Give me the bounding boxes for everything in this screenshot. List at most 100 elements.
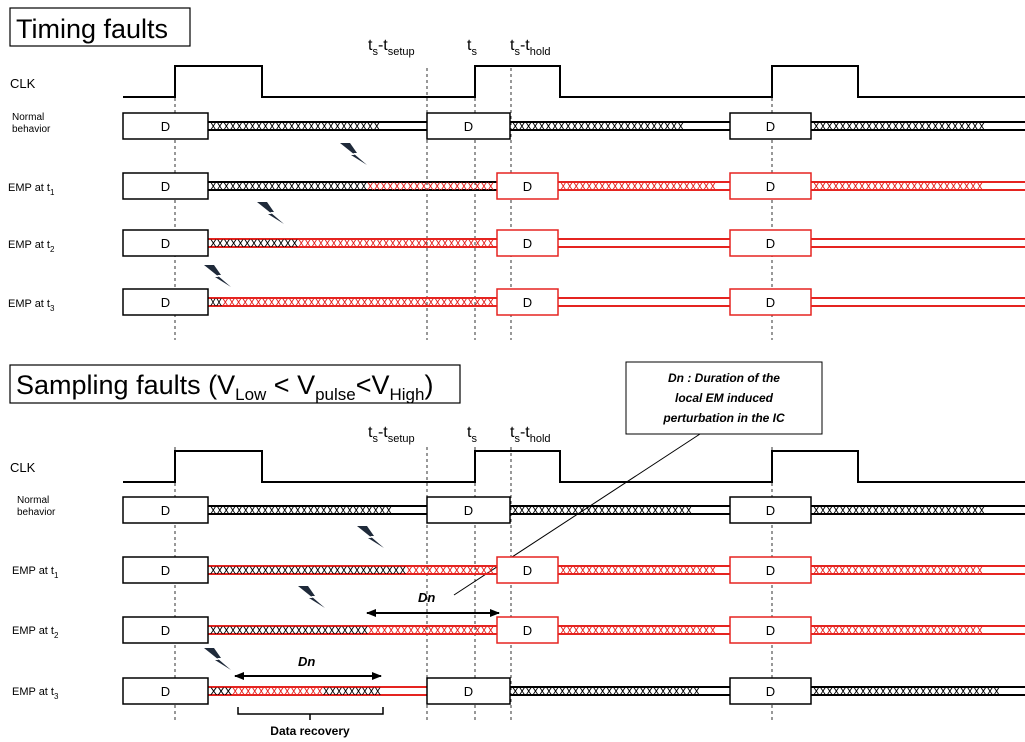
data-box-label: D [161,236,170,251]
data-box-label: D [161,503,170,518]
data-box-label: D [523,179,532,194]
data-box-label: D [766,503,775,518]
data-box [122,112,209,140]
normal-label-1: Normal [17,495,49,506]
invalid-data-pattern: XXXXXXXXXXXXXXXXXXXXXXXXXX [813,182,983,194]
invalid-data-pattern: XXXXXXXXXXXXXX [232,687,323,699]
lightning-bolt-icon [204,265,231,287]
data-box-label: D [766,623,775,638]
emp-t1-label: EMP at t1 [8,182,55,197]
invalid-data-pattern: XXXXXXXXXXXXXXXXXXXXXXXX [210,626,368,638]
hold-time-label: ts-thold [510,37,551,58]
data-box-label: D [161,684,170,699]
data-box-label: D [766,236,775,251]
invalid-data-pattern: XXXXXXXXXXXXXXXXXXXXXXXXXXX [512,506,692,518]
normal-label-2: behavior [12,124,51,135]
data-box-label: D [523,295,532,310]
invalid-data-pattern: XXXXXXXXXXXXXXXXXXXXXXXXXXXXXXXXXXXXXXXX… [222,298,494,310]
data-box-label: D [464,119,473,134]
invalid-data-pattern: XXXXXXXXXXXXXXXXXXX [367,182,494,194]
dn-callout-box [625,361,823,435]
dn-callout-line-2: local EM induced [675,391,774,405]
data-box-label: D [161,179,170,194]
data-box [426,112,511,140]
invalid-data-pattern: XXXXXXXXXXXXXXXXXXXXXXXXXX [512,122,684,134]
setup-time-label: ts-tsetup [368,37,415,58]
lightning-bolt-icon [204,648,231,670]
data-box [122,677,209,705]
data-box-label: D [464,684,473,699]
lightning-bolt-icon [298,586,325,608]
sampling-time-label: ts [467,424,477,445]
invalid-data-pattern: XXX [210,687,232,699]
data-box-label: D [464,503,473,518]
invalid-data-pattern: XXXXXXXXXXXXXXXXXXXXXXXX [560,566,716,578]
dn-label-t3: Dn [298,654,315,669]
data-box-label: D [766,179,775,194]
invalid-data-pattern: XXXXXXXXXXXXXXXXXXXXXXXX [210,182,367,194]
sampling-faults-section: Sampling faults (VLow < Vpulse<VHigh) ts… [9,361,1025,738]
data-box [729,112,812,140]
invalid-data-pattern: XXXXXXXXXXXXXXXXXXXXXXXXXX [210,122,380,134]
invalid-data-pattern: XXXXXXXXXXXXXXXXXXXXXXXXXX [813,566,983,578]
invalid-data-pattern: XXXXXXXXXXXXXXXXXXXXXXXXXX [813,122,985,134]
data-box-label: D [766,563,775,578]
data-recovery-bracket [237,707,384,720]
setup-time-label: ts-tsetup [368,424,415,445]
data-box [426,496,511,524]
invalid-data-pattern: XXXXXXXXXXXXXXXXXXXXXXXX [560,182,716,194]
invalid-data-pattern: XXXXXXXXXXXXXXXXXXXXXXXXXXXX [512,687,700,699]
invalid-data-pattern: XXXXXXXXX [323,687,381,699]
dn-callout-line-1: Dn : Duration of the [668,371,780,385]
invalid-data-pattern: XXXXXXXXXXXXXXXXXXXXXXXXXX [813,506,985,518]
data-box-label: D [161,563,170,578]
sampling-time-label: ts [467,37,477,58]
data-box [729,556,812,584]
section-title: Timing faults [16,14,168,44]
data-box-label: D [161,295,170,310]
data-box-label: D [523,236,532,251]
invalid-data-pattern: XXXXXXXXXXXXXXXXXXXXXXXXXXXXXX [210,566,406,578]
data-box [729,229,812,257]
data-box [122,616,209,644]
invalid-data-pattern: XXXXXXXXXXXXXXXXXXX [368,626,494,638]
invalid-data-pattern: XXXXXXXXXXXXXXXXXXXXXXXXXXXXXX [298,239,494,251]
lightning-bolt-icon [357,526,384,548]
invalid-data-pattern: XXXXXXXXXXXXXXXXXXXXXXXX [560,626,716,638]
data-box-label: D [161,119,170,134]
emp-t1-label: EMP at t1 [12,565,59,580]
clk-label: CLK [10,460,36,475]
data-box [496,556,559,584]
data-box [122,288,209,316]
data-box-label: D [161,623,170,638]
data-box [729,172,812,200]
invalid-data-pattern: XXXXXXXXXXXXX [210,239,298,251]
clock-waveform [123,450,1025,483]
data-box [426,677,511,705]
section-title: Sampling faults (VLow < Vpulse<VHigh) [16,370,433,404]
data-box [729,677,812,705]
data-box-label: D [766,119,775,134]
dn-callout-line-3: perturbation in the IC [662,411,785,425]
invalid-data-pattern: XXXXXXXXXXXXX [406,566,494,578]
data-recovery-label: Data recovery [270,724,350,738]
data-box [729,496,812,524]
data-box-label: D [766,295,775,310]
data-box [122,556,209,584]
emp-t3-label: EMP at t3 [12,686,59,701]
invalid-data-pattern: XXXXXXXXXXXXXXXXXXXXXXXXXXXX [210,506,392,518]
normal-label-1: Normal [12,112,44,123]
clock-waveform [123,65,1025,98]
data-box-label: D [766,684,775,699]
data-box [496,229,559,257]
data-box-label: D [523,623,532,638]
lightning-bolt-icon [257,202,284,224]
data-box [122,496,209,524]
data-box [729,616,812,644]
data-box-label: D [523,563,532,578]
data-box [729,288,812,316]
emp-t3-label: EMP at t3 [8,298,55,313]
